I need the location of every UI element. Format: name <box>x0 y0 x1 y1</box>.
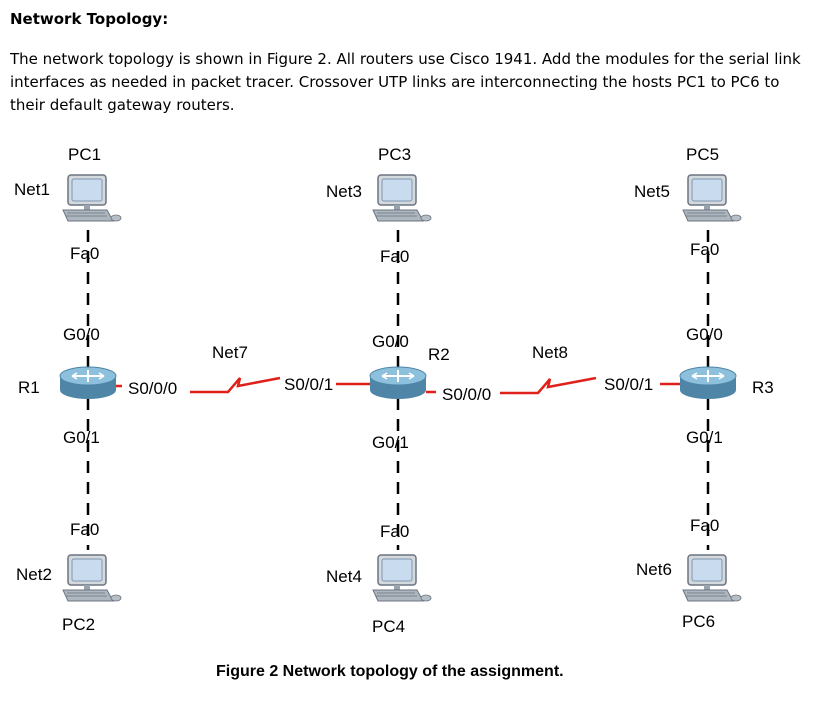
net7-label: Net7 <box>212 343 248 362</box>
net3-label: Net3 <box>326 182 362 201</box>
r2-g00-label: G0/0 <box>372 332 409 351</box>
pc1-iface-label: Fa0 <box>70 244 99 263</box>
router-r2-icon <box>369 366 427 400</box>
pc5-iface-label: Fa0 <box>690 240 719 259</box>
r3-s001-label: S0/0/1 <box>604 375 653 394</box>
r2-label: R2 <box>428 345 450 364</box>
pc3-icon <box>372 174 432 222</box>
r3-g00-label: G0/0 <box>686 325 723 344</box>
net2-label: Net2 <box>16 565 52 584</box>
pc4-icon <box>372 554 432 602</box>
pc6-label: PC6 <box>682 612 715 631</box>
r1-label: R1 <box>18 378 40 397</box>
pc1-label: PC1 <box>68 145 101 164</box>
topology-description: The network topology is shown in Figure … <box>10 50 801 114</box>
r1-g00-label: G0/0 <box>63 325 100 344</box>
pc5-icon <box>682 174 742 222</box>
pc3-label: PC3 <box>378 145 411 164</box>
net1-label: Net1 <box>14 180 50 199</box>
r3-g01-label: G0/1 <box>686 428 723 447</box>
net5-label: Net5 <box>634 182 670 201</box>
r3-label: R3 <box>752 378 774 397</box>
net4-label: Net4 <box>326 567 362 586</box>
r2-s000-label: S0/0/0 <box>442 385 491 404</box>
serial-link-r1-r2 <box>116 376 370 394</box>
pc2-label: PC2 <box>62 615 95 634</box>
net6-label: Net6 <box>636 560 672 579</box>
r1-g01-label: G0/1 <box>63 428 100 447</box>
figure-caption: Figure 2 Network topology of the assignm… <box>216 663 564 680</box>
pc6-icon <box>682 554 742 602</box>
pc4-label: PC4 <box>372 617 405 636</box>
pc3-iface-label: Fa0 <box>380 247 409 266</box>
r1-s000-label: S0/0/0 <box>128 379 177 398</box>
net8-label: Net8 <box>532 343 568 362</box>
pc5-label: PC5 <box>686 145 719 164</box>
pc1-icon <box>62 174 122 222</box>
serial-link-r2-r3 <box>426 376 680 395</box>
section-heading: Network Topology: <box>10 10 169 28</box>
router-r3-icon <box>679 366 737 400</box>
pc4-iface-label: Fa0 <box>380 522 409 541</box>
r2-s001-label: S0/0/1 <box>284 375 333 394</box>
r2-g01-label: G0/1 <box>372 433 409 452</box>
pc2-icon <box>62 554 122 602</box>
pc2-iface-label: Fa0 <box>70 520 99 539</box>
pc6-iface-label: Fa0 <box>690 516 719 535</box>
router-r1-icon <box>59 366 117 400</box>
